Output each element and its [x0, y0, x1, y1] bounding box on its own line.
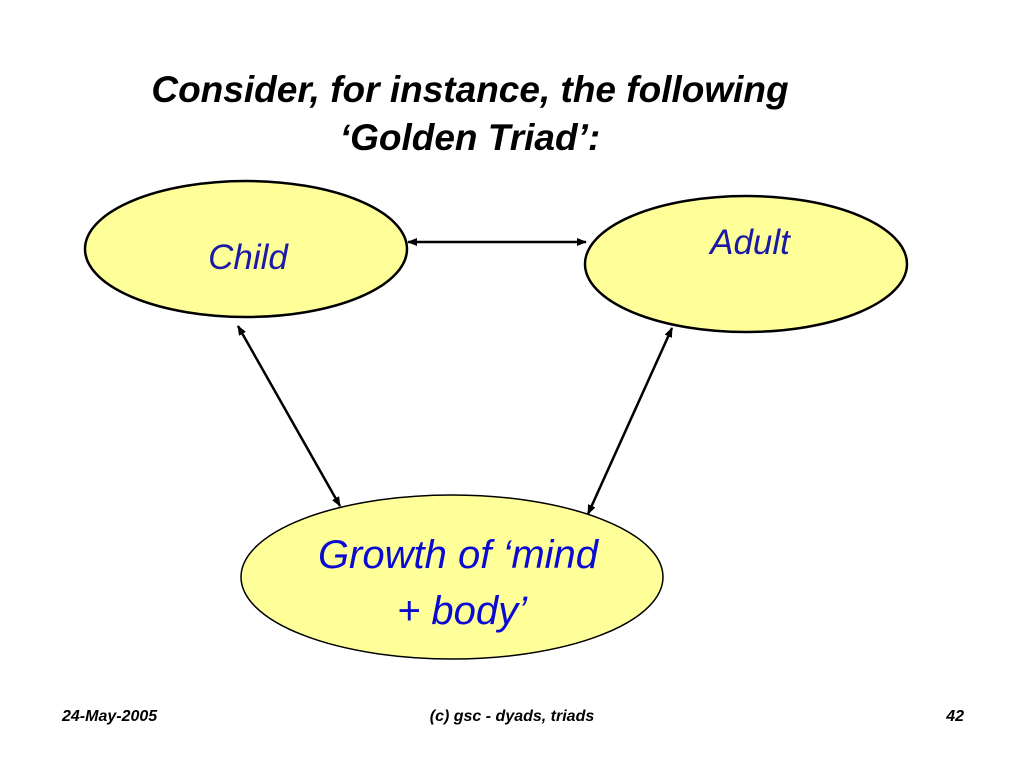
- slide-title: Consider, for instance, the following ‘G…: [0, 66, 940, 162]
- node-adult-shape: [583, 194, 909, 334]
- edge-child-growth: [236, 325, 342, 507]
- slide-title-line-1: Consider, for instance, the following: [151, 69, 789, 110]
- slide-title-line-2: ‘Golden Triad’:: [339, 117, 601, 158]
- node-growth-label-line-2: + body’: [397, 589, 528, 633]
- edge-adult-growth: [586, 327, 674, 515]
- node-growth-shape: [240, 494, 664, 660]
- node-child-label: Child: [208, 238, 289, 277]
- node-child: Child: [83, 179, 409, 319]
- node-adult: Adult: [583, 194, 909, 334]
- node-growth-label-line-1: Growth of ‘mind: [318, 533, 600, 577]
- footer-page-number: 42: [946, 708, 964, 725]
- node-child-shape: [83, 179, 409, 319]
- node-adult-label: Adult: [708, 223, 791, 262]
- node-growth: Growth of ‘mind + body’: [240, 494, 664, 660]
- footer-caption: (c) gsc - dyads, triads: [429, 708, 595, 725]
- footer-date: 24-May-2005: [62, 708, 158, 725]
